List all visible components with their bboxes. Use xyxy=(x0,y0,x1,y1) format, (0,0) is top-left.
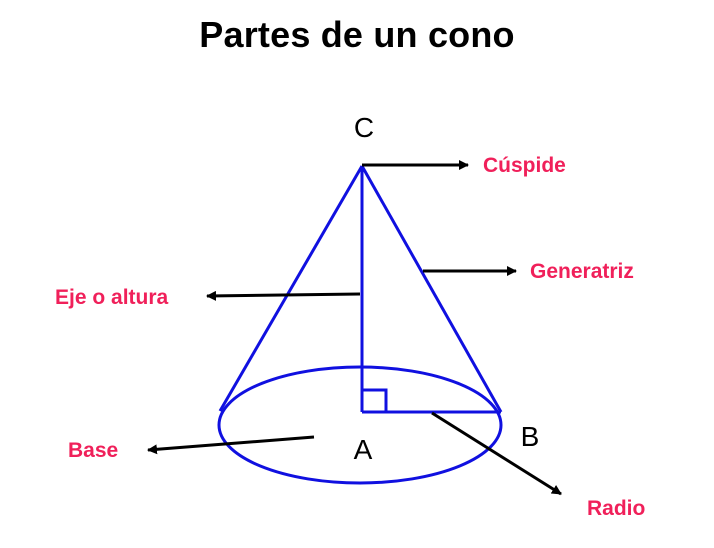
label-radio: Radio xyxy=(587,497,645,520)
point-label-edge: B xyxy=(521,421,540,452)
cone-generatrix-right xyxy=(360,165,503,413)
cone-generatrix-left xyxy=(218,165,364,412)
arrow-radio xyxy=(431,411,562,496)
cone-base-ellipse xyxy=(217,365,503,485)
point-label-apex: C xyxy=(354,112,374,143)
label-generatriz: Generatriz xyxy=(530,260,634,283)
arrow-base xyxy=(147,435,315,455)
pointer-arrows xyxy=(147,160,562,496)
right-angle-marker xyxy=(362,388,388,412)
label-cuspide: Cúspide xyxy=(483,154,566,177)
cone-shape xyxy=(217,165,503,485)
label-base: Base xyxy=(68,439,118,462)
point-label-center: A xyxy=(354,434,373,465)
page-title: Partes de un cono xyxy=(199,14,515,55)
label-eje: Eje o altura xyxy=(55,286,169,309)
arrow-eje xyxy=(206,290,361,301)
